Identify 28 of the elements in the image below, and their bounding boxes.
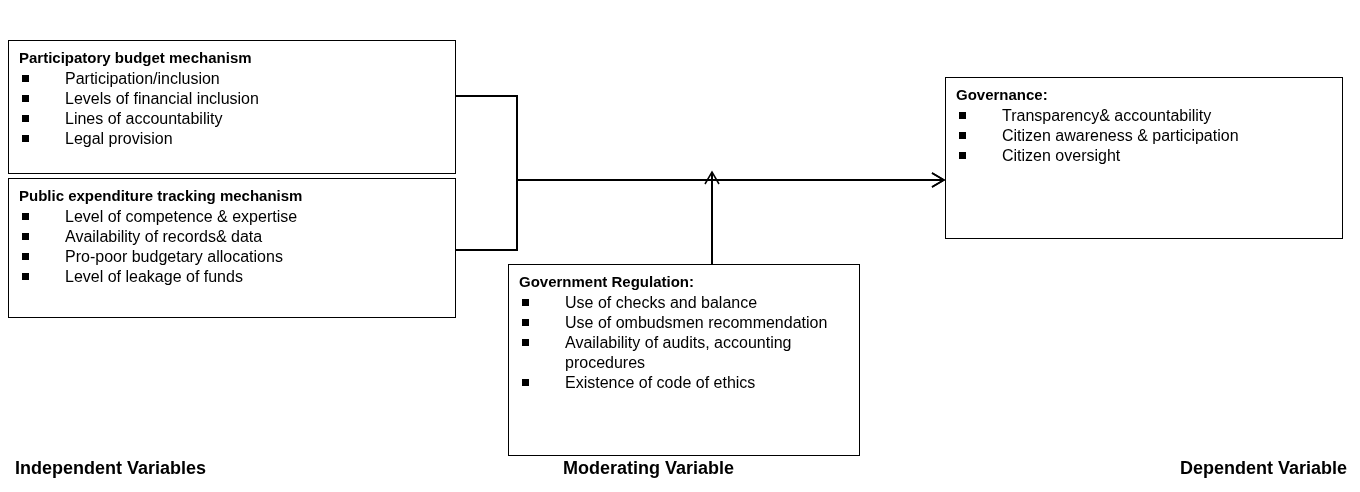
bullet-item: Lines of accountability xyxy=(19,109,445,129)
bullet-item: Availability of audits, accounting procedures xyxy=(519,333,849,373)
bullet-item: Level of leakage of funds xyxy=(19,267,445,287)
bullet-item: Levels of financial inclusion xyxy=(19,89,445,109)
column-label: Dependent Variable xyxy=(1180,458,1348,479)
arrow xyxy=(704,171,720,265)
bullet-item: Participation/inclusion xyxy=(19,69,445,89)
box-heading: Public expenditure tracking mechanism xyxy=(19,187,303,204)
bullet-item: Pro-poor budgetary allocations xyxy=(19,247,445,267)
bullet-item: Use of ombudsmen recommendation xyxy=(519,313,849,333)
box-heading: Government Regulation: xyxy=(519,273,694,290)
bullet-item: Availability of records& data xyxy=(19,227,445,247)
bullet-item: Level of competence & expertise xyxy=(19,207,445,227)
column-label: Moderating Variable xyxy=(563,458,735,479)
column-label: Independent Variables xyxy=(15,458,207,479)
box-heading: Governance: xyxy=(956,86,1048,103)
box-heading: Participatory budget mechanism xyxy=(19,49,252,66)
bullet-item: Citizen oversight xyxy=(956,146,1332,166)
variable-box xyxy=(945,77,1343,239)
bullet-item: Existence of code of ethics xyxy=(519,373,849,393)
bullet-item: Use of checks and balance xyxy=(519,293,849,313)
bullet-item: Citizen awareness & participation xyxy=(956,126,1332,146)
variable-box xyxy=(8,40,456,174)
variable-box xyxy=(8,178,456,318)
variable-box xyxy=(508,264,860,456)
arrow xyxy=(455,172,945,251)
bullet-item: Transparency& accountability xyxy=(956,106,1332,126)
bullet-item: Legal provision xyxy=(19,129,445,149)
